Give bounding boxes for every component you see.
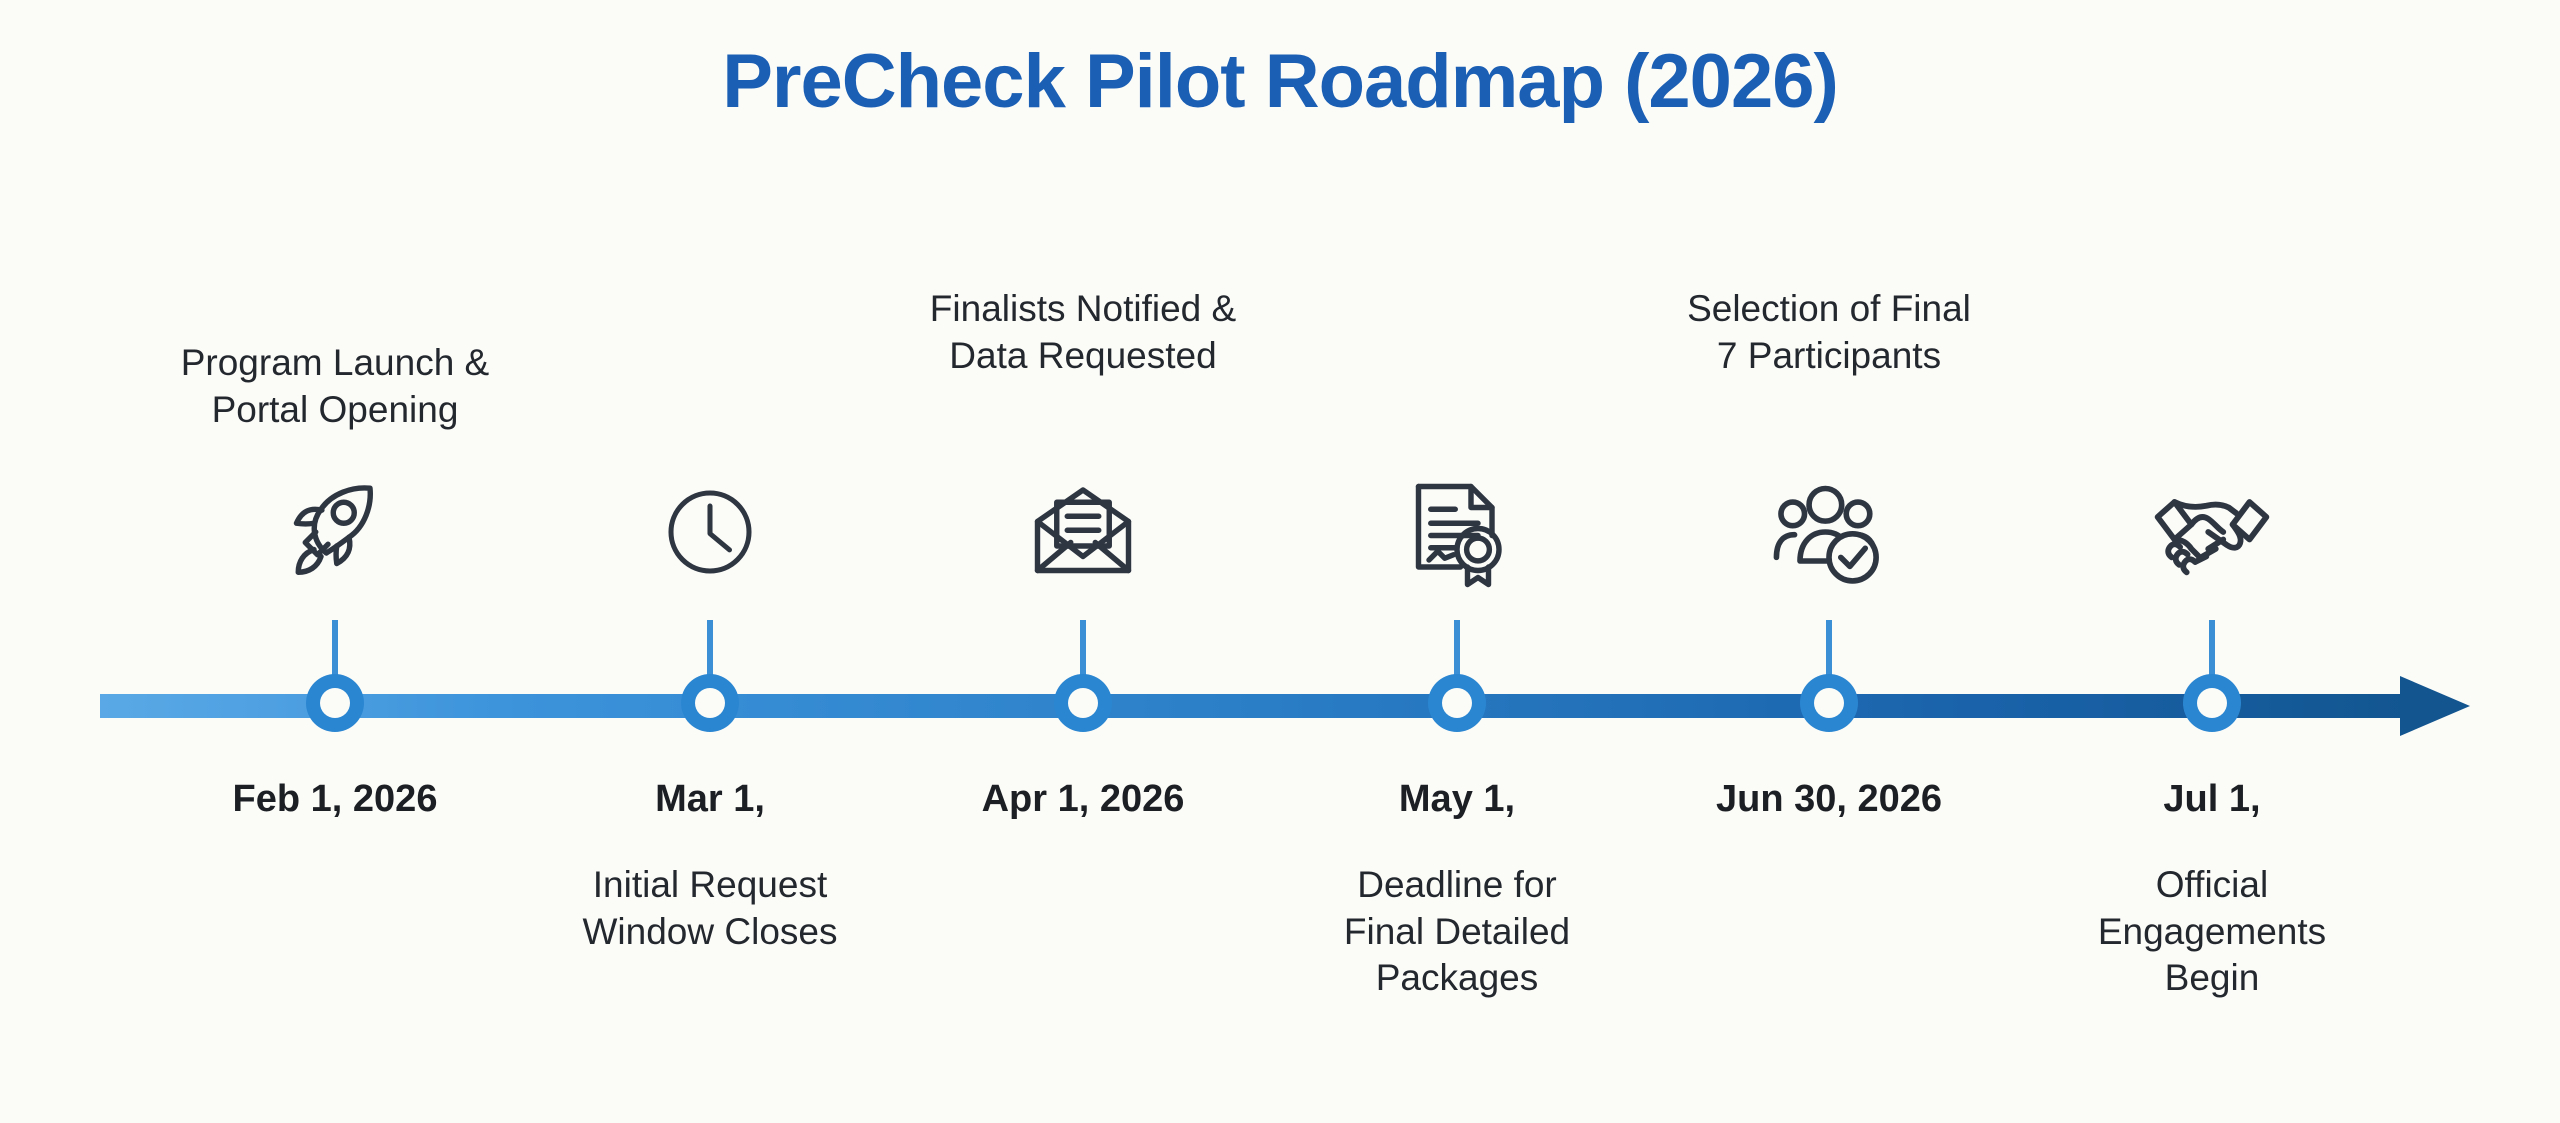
- people-check-icon: [1767, 470, 1891, 594]
- milestone-program-launch[interactable]: Program Launch & Portal Opening Feb 1, 2…: [165, 0, 505, 1123]
- rocket-icon: [273, 470, 397, 594]
- milestone-final-packages-deadline[interactable]: May 1, Deadline for Final Detailed Packa…: [1287, 0, 1627, 1123]
- milestone-description: Official Engagements Begin: [2097, 864, 2327, 999]
- milestone-description: Program Launch & Portal Opening: [180, 342, 490, 430]
- milestone-date: Jul 1,: [2163, 778, 2261, 820]
- timeline-axis: [0, 676, 2560, 736]
- node-stem: [1080, 620, 1086, 676]
- node-stem: [707, 620, 713, 676]
- node-stem: [1454, 620, 1460, 676]
- node-stem: [332, 620, 338, 676]
- milestone-finalists-notified[interactable]: Finalists Notified & Data Requested Apr …: [913, 0, 1253, 1123]
- milestone-description: Finalists Notified & Data Requested: [929, 288, 1237, 376]
- handshake-icon: [2150, 470, 2274, 594]
- milestone-official-engagements[interactable]: Jul 1, Official Engagements Begin: [2042, 0, 2382, 1123]
- milestone-date: Jun 30, 2026: [1715, 778, 1943, 820]
- milestone-date: Mar 1,: [655, 778, 765, 820]
- milestone-description: Deadline for Final Detailed Packages: [1343, 864, 1571, 999]
- milestone-description: Initial Request Window Closes: [582, 864, 838, 952]
- milestone-date: Apr 1, 2026: [981, 778, 1185, 820]
- page-title: PreCheck Pilot Roadmap (2026): [722, 39, 1839, 124]
- clock-icon: [648, 470, 772, 594]
- milestone-initial-request-window-closes[interactable]: Mar 1, Initial Request Window Closes: [540, 0, 880, 1123]
- node-stem: [1826, 620, 1832, 676]
- node-stem: [2209, 620, 2215, 676]
- envelope-icon: [1021, 470, 1145, 594]
- milestone-description: Selection of Final 7 Participants: [1687, 288, 1971, 376]
- certificate-icon: [1395, 470, 1519, 594]
- milestone-date: May 1,: [1398, 778, 1516, 820]
- milestone-selection-of-participants[interactable]: Selection of Final 7 Participants Jun 30…: [1659, 0, 1999, 1123]
- milestone-date: Feb 1, 2026: [232, 778, 438, 820]
